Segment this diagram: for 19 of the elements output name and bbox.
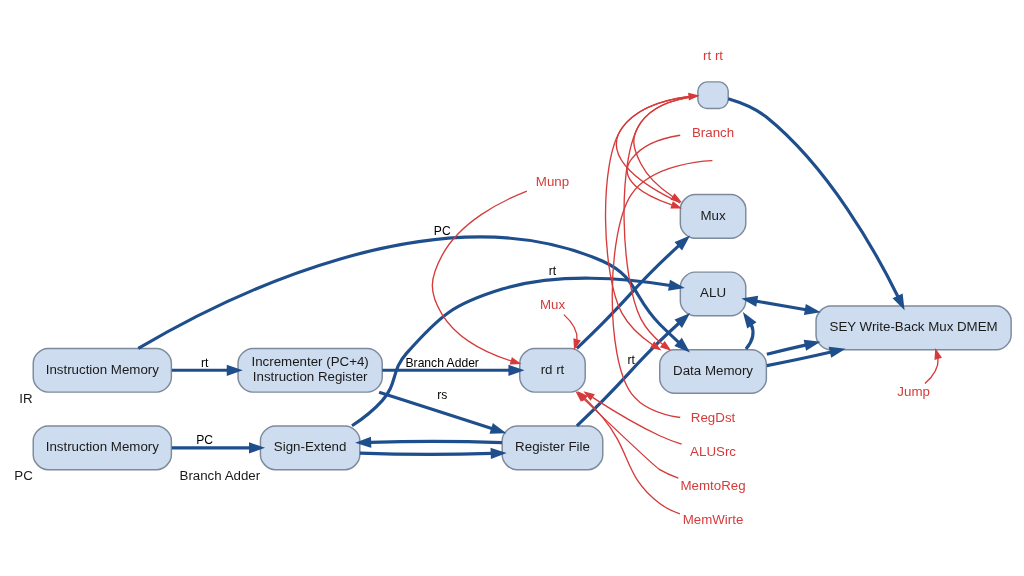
edge-label: Branch Adder [405, 355, 479, 370]
node-text: Munp [535, 173, 569, 189]
edge-label: PC [433, 223, 451, 238]
edge-label: rt [548, 263, 556, 278]
node-text: MemWirte [682, 511, 743, 527]
node-label: PC [13, 467, 33, 483]
node-label: Branch Adder [179, 467, 260, 483]
node-text: MemtoReg [680, 477, 746, 493]
node-text: Mux [539, 296, 565, 312]
edge-label: rs [436, 387, 447, 402]
edge-label: rt [627, 352, 635, 367]
node-text: ALUSrc [689, 443, 736, 459]
node-label: IR [18, 390, 33, 406]
label: rt rt [702, 47, 723, 63]
node-text: Jump [896, 383, 930, 398]
edge-label: PC [195, 432, 213, 447]
node-text: RegDst [690, 409, 735, 425]
edge-label: rt [200, 355, 208, 370]
node-text: Branch [691, 124, 734, 140]
